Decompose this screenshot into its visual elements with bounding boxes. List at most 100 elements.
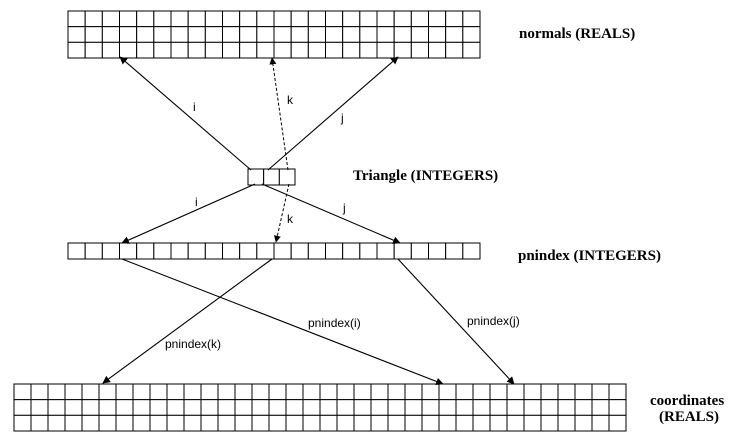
- normals-cell: [101, 10, 121, 28]
- coordinates-cell: [319, 414, 338, 432]
- arrow-tri-pnindex-i: [121, 183, 256, 244]
- coordinates-cell: [472, 399, 491, 416]
- coordinates-cell: [591, 383, 610, 401]
- normals-cell: [290, 41, 309, 59]
- coordinates-cell: [489, 383, 508, 401]
- coordinates-cell: [47, 383, 66, 401]
- coordinates-cell: [268, 414, 287, 432]
- coordinates-cell: [540, 399, 559, 416]
- arrow-tri-normals-j: [267, 56, 399, 171]
- coordinates-cell: [183, 383, 202, 401]
- coordinates-cell: [387, 414, 406, 432]
- normals-cell: [153, 26, 172, 43]
- normals-cell: [136, 41, 155, 59]
- coordinates-cell: [591, 399, 610, 416]
- pnindex-cell: [136, 242, 155, 260]
- normals-cell: [204, 10, 224, 28]
- pnindex-cell: [170, 242, 189, 260]
- coordinates-cell: [302, 414, 321, 432]
- normals-cell: [84, 26, 103, 43]
- normals-cell: [359, 26, 378, 43]
- edge-label-pnindex-i: i: [195, 195, 198, 209]
- coordinates-cell: [251, 414, 270, 432]
- normals-cell: [153, 41, 172, 59]
- coordinates-cell: [523, 383, 542, 401]
- coordinates-cell: [421, 383, 440, 401]
- coordinates-cell: [506, 399, 525, 416]
- normals-cell: [428, 41, 447, 59]
- coordinates-cell: [472, 383, 491, 401]
- coordinates-cell: [557, 399, 576, 416]
- coordinates-cell: [455, 414, 474, 432]
- coordinates-cell: [30, 383, 49, 401]
- normals-cell: [428, 10, 447, 28]
- coordinates-cell: [234, 414, 253, 432]
- pnindex-cell: [290, 242, 309, 260]
- coordinates-cell: [370, 383, 389, 401]
- coordinates-cell: [64, 414, 83, 432]
- coordinates-cell: [472, 414, 491, 432]
- normals-cell: [342, 10, 361, 28]
- coordinates-cell: [47, 399, 66, 416]
- coordinates-cell: [166, 414, 185, 432]
- normals-cell: [462, 41, 481, 59]
- arrow-pnindex-k: [102, 258, 273, 384]
- edge-label-pnindex-j-ref: pnindex(j): [467, 314, 520, 328]
- normals-cell: [84, 10, 103, 28]
- normals-cell: [376, 41, 395, 59]
- coordinates-cell: [149, 383, 168, 401]
- normals-cell: [307, 10, 326, 28]
- coordinates-cell: [353, 399, 372, 416]
- coordinates-cell: [30, 414, 49, 432]
- coordinates-cell: [455, 383, 474, 401]
- normals-cell: [325, 41, 344, 59]
- pnindex-label: pnindex (INTEGERS): [518, 248, 661, 264]
- edge-label-pnindex-k: k: [287, 212, 294, 226]
- normals-cell: [67, 26, 86, 43]
- normals-cell: [136, 26, 155, 43]
- coordinates-cell: [234, 399, 253, 416]
- normals-cell: [67, 41, 86, 59]
- pnindex-cell: [256, 242, 275, 260]
- coordinates-cell: [200, 383, 219, 401]
- coordinates-cell: [81, 414, 100, 432]
- normals-cell: [170, 10, 189, 28]
- coordinates-cell: [404, 383, 423, 401]
- edge-label-pnindex-j: j: [342, 201, 346, 215]
- coordinates-cell: [523, 399, 542, 416]
- coordinates-cell: [81, 383, 100, 401]
- normals-cell: [187, 26, 206, 43]
- normals-array: [67, 10, 481, 59]
- coordinates-cell: [115, 383, 134, 401]
- arrow-pnindex-i: [121, 258, 444, 386]
- coordinates-cell: [370, 414, 389, 432]
- pnindex-cell: [410, 242, 429, 260]
- normals-cell: [428, 26, 447, 43]
- edge-label-normals-j: j: [340, 111, 344, 125]
- pnindex-cell: [376, 242, 395, 260]
- coordinates-cell: [200, 414, 219, 432]
- coordinates-label-line2: (REALS): [659, 409, 719, 425]
- coordinates-cell: [421, 414, 440, 432]
- normals-cell: [256, 10, 275, 28]
- coordinates-cell: [574, 383, 593, 401]
- coordinates-cell: [30, 399, 49, 416]
- normals-cell: [445, 26, 464, 43]
- coordinates-cell: [557, 414, 576, 432]
- normals-cell: [410, 10, 429, 28]
- normals-cell: [290, 10, 309, 28]
- normals-cell: [273, 41, 292, 59]
- pnindex-cell: [359, 242, 378, 260]
- coordinates-cell: [370, 399, 389, 416]
- triangle-cell: [247, 168, 265, 186]
- coordinates-cell: [81, 399, 100, 416]
- coordinates-cell: [132, 414, 151, 432]
- normals-cell: [462, 26, 481, 43]
- coordinates-cell: [98, 399, 117, 416]
- coordinates-cell: [13, 383, 32, 401]
- normals-cell: [153, 10, 172, 28]
- coordinates-cell: [302, 399, 321, 416]
- coordinates-cell: [268, 383, 287, 401]
- coordinates-cell: [183, 414, 202, 432]
